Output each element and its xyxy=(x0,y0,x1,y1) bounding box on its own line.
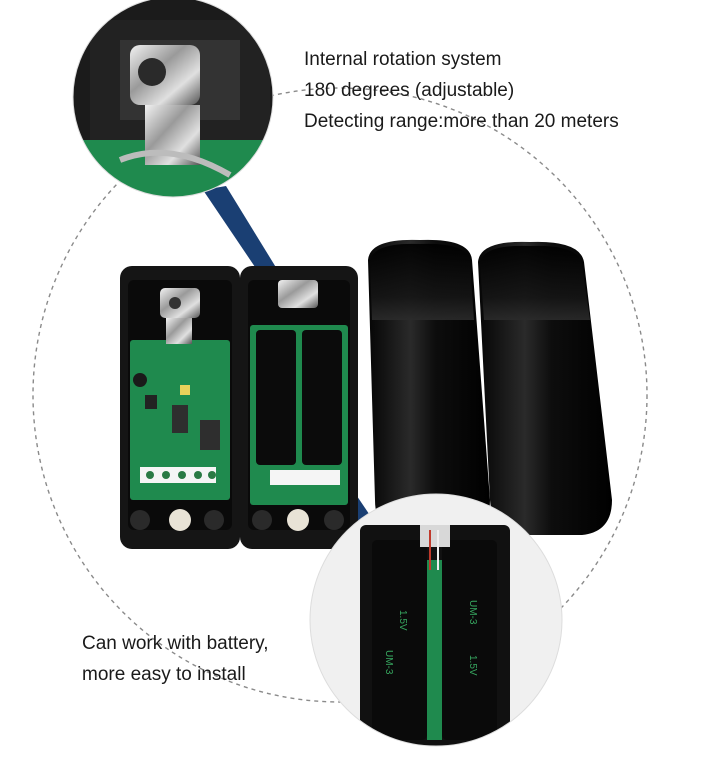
caption-line: 180 degrees (adjustable) xyxy=(304,80,515,101)
caption-battery-note: Can work with battery, more easy to inst… xyxy=(82,628,269,690)
closed-housing-back xyxy=(478,241,612,536)
caption-line: more easy to install xyxy=(82,664,246,685)
battery-holder-a xyxy=(256,330,296,465)
caption-line: Can work with battery, xyxy=(82,633,269,654)
zoom-circle-rotation xyxy=(73,0,273,197)
caption-line: Detecting range:more than 20 meters xyxy=(304,111,619,132)
battery-label-cell-right: UM-3 xyxy=(467,600,478,625)
battery-label-top-left: 1.5V xyxy=(397,610,408,631)
zoom-circle-battery: 1.5V 1.5V UM-3 UM-3 xyxy=(310,494,562,746)
battery-label-top-right: 1.5V xyxy=(467,655,478,676)
closed-housing-front xyxy=(368,239,490,536)
battery-holder-b xyxy=(302,330,342,465)
open-housing-middle xyxy=(240,266,358,549)
caption-line: Internal rotation system xyxy=(304,49,502,70)
open-housing-left xyxy=(120,266,240,549)
battery-label-cell-left: UM-3 xyxy=(383,650,394,675)
caption-rotation-specs: Internal rotation system 180 degrees (ad… xyxy=(304,44,619,137)
